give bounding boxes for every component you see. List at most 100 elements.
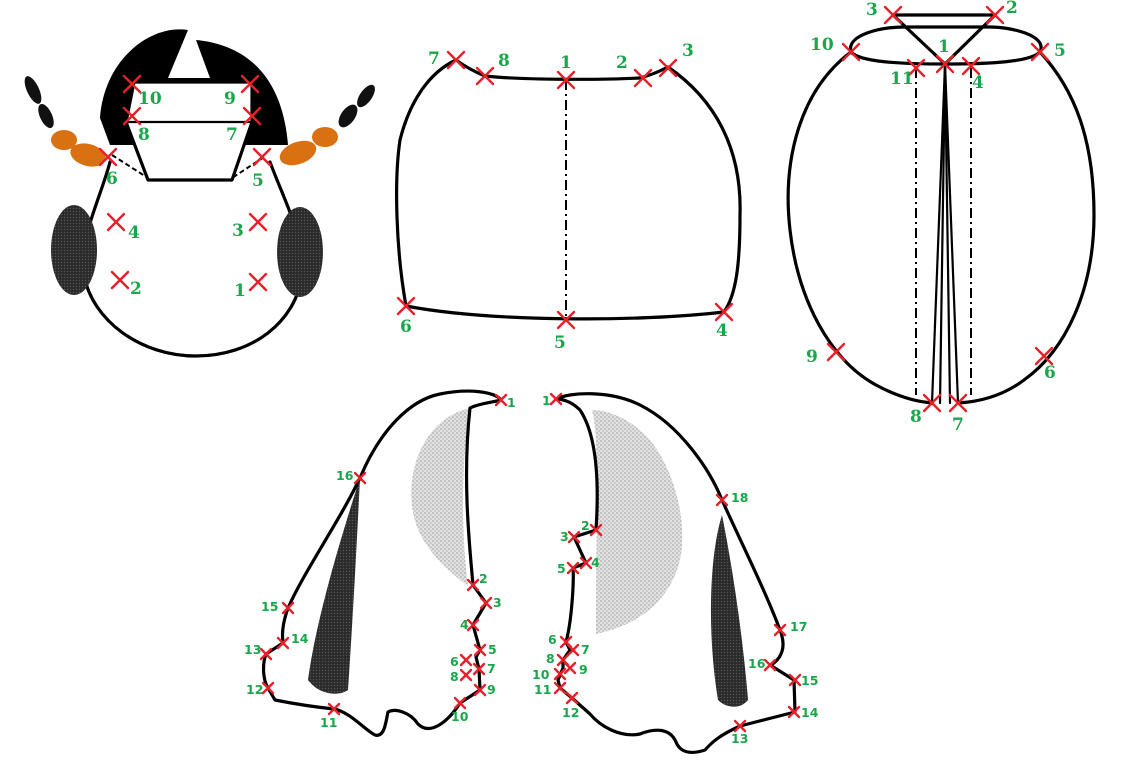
- pronotum-landmark-7-marker: [446, 50, 466, 70]
- elytra-landmark-1-label: 1: [938, 37, 950, 57]
- elytra-landmark-11-label: 11: [890, 69, 914, 89]
- pronotum-landmark-3-marker: [658, 58, 678, 78]
- left-antenna: [24, 76, 106, 167]
- left-wing-landmark-13-label: 13: [244, 642, 261, 657]
- head-landmark-1-label: 1: [234, 281, 246, 301]
- elytra-landmark-5-marker: [1030, 42, 1050, 62]
- pronotum-landmark-1-marker: [556, 70, 576, 90]
- left-wing-landmark-16-marker: [353, 471, 367, 485]
- right-wing-landmark-18-marker: [715, 493, 729, 507]
- right-wing-landmark-12-marker: [565, 691, 579, 705]
- left-wing-landmark-2-label: 2: [479, 571, 488, 586]
- elytra-landmark-3-marker: [883, 5, 903, 25]
- pronotum-landmark-1-label: 1: [560, 53, 572, 73]
- left-wing-landmark-4-label: 4: [460, 617, 469, 632]
- head-landmark-8-label: 8: [138, 125, 150, 145]
- right-wing-landmark-10-marker: [553, 667, 567, 681]
- left-wing-landmark-1-marker: [494, 393, 508, 407]
- left-wing-landmark-14-marker: [276, 636, 290, 650]
- elytra-landmark-2-label: 2: [1006, 0, 1018, 18]
- head-landmark-6-label: 6: [106, 169, 118, 189]
- head-landmark-1-marker: [248, 272, 268, 292]
- elytra-landmark-9-marker: [826, 342, 846, 362]
- head-landmark-9-label: 9: [224, 89, 236, 109]
- left-wing-landmark-11-marker: [327, 702, 341, 716]
- elytra-landmark-10-label: 10: [810, 35, 834, 55]
- left-wing-diagram: [261, 389, 503, 737]
- right-wing-dark-vein: [710, 515, 748, 707]
- right-wing-landmark-2-label: 2: [581, 518, 590, 533]
- right-wing-landmark-7-marker: [566, 643, 580, 657]
- right-wing-landmark-9-label: 9: [579, 662, 588, 677]
- pronotum-diagram: [395, 58, 742, 321]
- left-wing-landmark-1-label: 1: [507, 395, 516, 410]
- right-wing-landmark-13-label: 13: [731, 731, 748, 746]
- head-landmark-2-label: 2: [130, 279, 142, 299]
- elytra-landmark-3-label: 3: [866, 0, 878, 20]
- pronotum-landmark-7-label: 7: [428, 49, 440, 69]
- right-wing-landmark-14-marker: [787, 705, 801, 719]
- right-wing-landmark-6-label: 6: [548, 632, 557, 647]
- left-wing-landmark-11-label: 11: [320, 715, 337, 730]
- left-wing-landmark-15-label: 15: [261, 599, 278, 614]
- right-wing-landmark-17-label: 17: [790, 619, 807, 634]
- right-wing-shading: [592, 410, 683, 634]
- right-wing-landmark-16-label: 16: [748, 656, 766, 671]
- right-wing-landmark-9-marker: [563, 661, 577, 675]
- elytra-landmark-9-label: 9: [806, 347, 818, 367]
- head-landmark-2-marker: [110, 270, 130, 290]
- head-landmark-7-label: 7: [226, 125, 238, 145]
- left-wing-landmark-3-label: 3: [493, 595, 502, 610]
- right-wing-landmark-16-marker: [763, 658, 777, 672]
- right-wing-landmark-3-label: 3: [560, 529, 569, 544]
- right-wing-landmark-15-marker: [788, 673, 802, 687]
- right-wing-landmark-5-marker: [566, 561, 580, 575]
- right-wing-landmark-13-marker: [733, 719, 747, 733]
- right-wing-diagram: [554, 392, 797, 754]
- left-wing-landmark-3-marker: [479, 596, 493, 610]
- left-wing-landmark-5-marker: [473, 643, 487, 657]
- left-wing-landmark-14-label: 14: [291, 631, 309, 646]
- left-wing-landmark-10-marker: [453, 696, 467, 710]
- head-landmark-7-marker: [242, 106, 262, 126]
- right-wing-landmark-15-label: 15: [801, 673, 818, 688]
- left-wing-landmark-16-label: 16: [336, 468, 354, 483]
- pronotum-landmark-2-marker: [633, 68, 653, 88]
- pronotum-outline: [395, 58, 742, 321]
- elytra-landmark-7-label: 7: [952, 415, 964, 435]
- head-outline: [81, 160, 305, 358]
- pronotum-landmark-2-label: 2: [616, 53, 628, 73]
- left-wing-landmark-4-marker: [466, 618, 480, 632]
- elytra-landmark-2-marker: [985, 5, 1005, 25]
- left-wing-dark-vein: [308, 478, 360, 694]
- right-wing-landmark-18-label: 18: [731, 490, 748, 505]
- right-wing-landmark-3-marker: [567, 530, 581, 544]
- right-eye: [277, 207, 323, 297]
- left-wing-landmark-8-marker: [459, 668, 473, 682]
- right-wing-landmark-4-label: 4: [591, 555, 600, 570]
- left-wing-landmark-5-label: 5: [488, 642, 497, 657]
- right-wing-landmark-11-label: 11: [534, 682, 551, 697]
- left-wing-shading: [411, 408, 470, 586]
- left-wing-landmark-10-label: 10: [451, 709, 469, 724]
- right-wing-landmark-1-marker: [549, 392, 563, 406]
- left-wing-landmark-8-label: 8: [450, 669, 459, 684]
- pronotum-landmark-6-label: 6: [400, 317, 412, 337]
- left-wing-landmark-12-label: 12: [246, 682, 263, 697]
- head-landmark-10-label: 10: [138, 89, 162, 109]
- elytra-diagram: [786, 13, 1096, 405]
- head-diagram: [24, 29, 375, 358]
- right-wing-landmark-12-label: 12: [562, 705, 579, 720]
- pronotum-landmark-3-label: 3: [682, 41, 694, 61]
- left-wing-landmark-7-label: 7: [487, 661, 496, 676]
- scutellum: [891, 13, 997, 66]
- head-landmark-4-marker: [106, 212, 126, 232]
- right-wing-landmark-14-label: 14: [801, 705, 819, 720]
- left-wing-landmark-13-marker: [259, 647, 273, 661]
- right-wing-landmark-4-marker: [579, 556, 593, 570]
- pronotum-landmark-6-marker: [396, 296, 416, 316]
- left-wing-landmark-6-label: 6: [450, 654, 459, 669]
- right-wing-landmark-17-marker: [773, 623, 787, 637]
